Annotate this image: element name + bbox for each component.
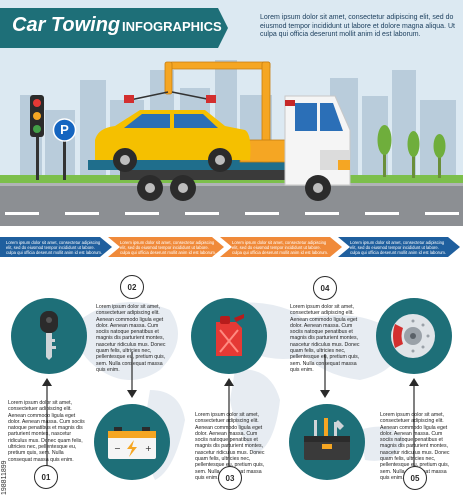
- stock-image-id: 198811899: [1, 460, 8, 495]
- step-5-number: 05: [403, 466, 427, 490]
- step-2-arrow: [127, 352, 137, 398]
- timeline-arrow-4: [338, 237, 460, 257]
- car-key-icon: [40, 311, 58, 360]
- brake-disc-icon: [391, 314, 435, 358]
- header-description: Lorem ipsum dolor sit amet, consectetur …: [260, 14, 455, 39]
- step-2-text: Lorem ipsum dolor sit amet, consectetuer…: [96, 304, 166, 373]
- timeline-arrow-2: [108, 237, 224, 257]
- step-3-number: 03: [218, 466, 242, 490]
- tow-truck: [88, 61, 351, 201]
- step-2-number: 02: [120, 275, 144, 299]
- svg-text:−: −: [114, 444, 121, 453]
- step-3-arrow: [224, 378, 234, 470]
- crane: [164, 61, 291, 163]
- page-subtitle: INFOGRAPHICS: [122, 19, 222, 34]
- fuel-canister-icon: [216, 314, 244, 356]
- road-markings: [5, 212, 459, 215]
- traffic-light-icon: [30, 95, 44, 180]
- timeline-arrow-1: [0, 237, 112, 257]
- battery-icon: − +: [108, 427, 156, 459]
- step-1-text: Lorem ipsum dolor sit amet, consectetuer…: [8, 400, 85, 463]
- truck-wheels: [137, 175, 331, 201]
- towing-scene: [0, 0, 463, 226]
- timeline-text-2: Lorem ipsum dolor sit amet, consectetur …: [120, 240, 217, 255]
- page-title: Car Towing: [12, 14, 121, 36]
- yellow-car: [95, 110, 251, 172]
- step-1-number: 01: [34, 465, 58, 489]
- parking-sign-icon: [52, 118, 77, 180]
- trees: [377, 125, 446, 178]
- parking-sign-letter: P: [60, 122, 69, 137]
- step-5-arrow: [409, 378, 419, 468]
- timeline-arrow-3: [220, 237, 342, 257]
- step-1-arrow: [42, 378, 52, 468]
- timeline-arrows: [0, 237, 460, 257]
- title-banner: [0, 8, 228, 48]
- timeline-text-4: Lorem ipsum dolor sit amet, consectetur …: [350, 240, 447, 255]
- timeline-text-3: Lorem ipsum dolor sit amet, consectetur …: [232, 240, 329, 255]
- step-4-number: 04: [313, 276, 337, 300]
- road: [0, 183, 463, 226]
- step-4-arrow: [320, 354, 330, 398]
- svg-text:+: +: [145, 444, 152, 453]
- toolbox-icon: [304, 418, 350, 460]
- timeline-text-1: Lorem ipsum dolor sit amet, consectetur …: [6, 240, 103, 255]
